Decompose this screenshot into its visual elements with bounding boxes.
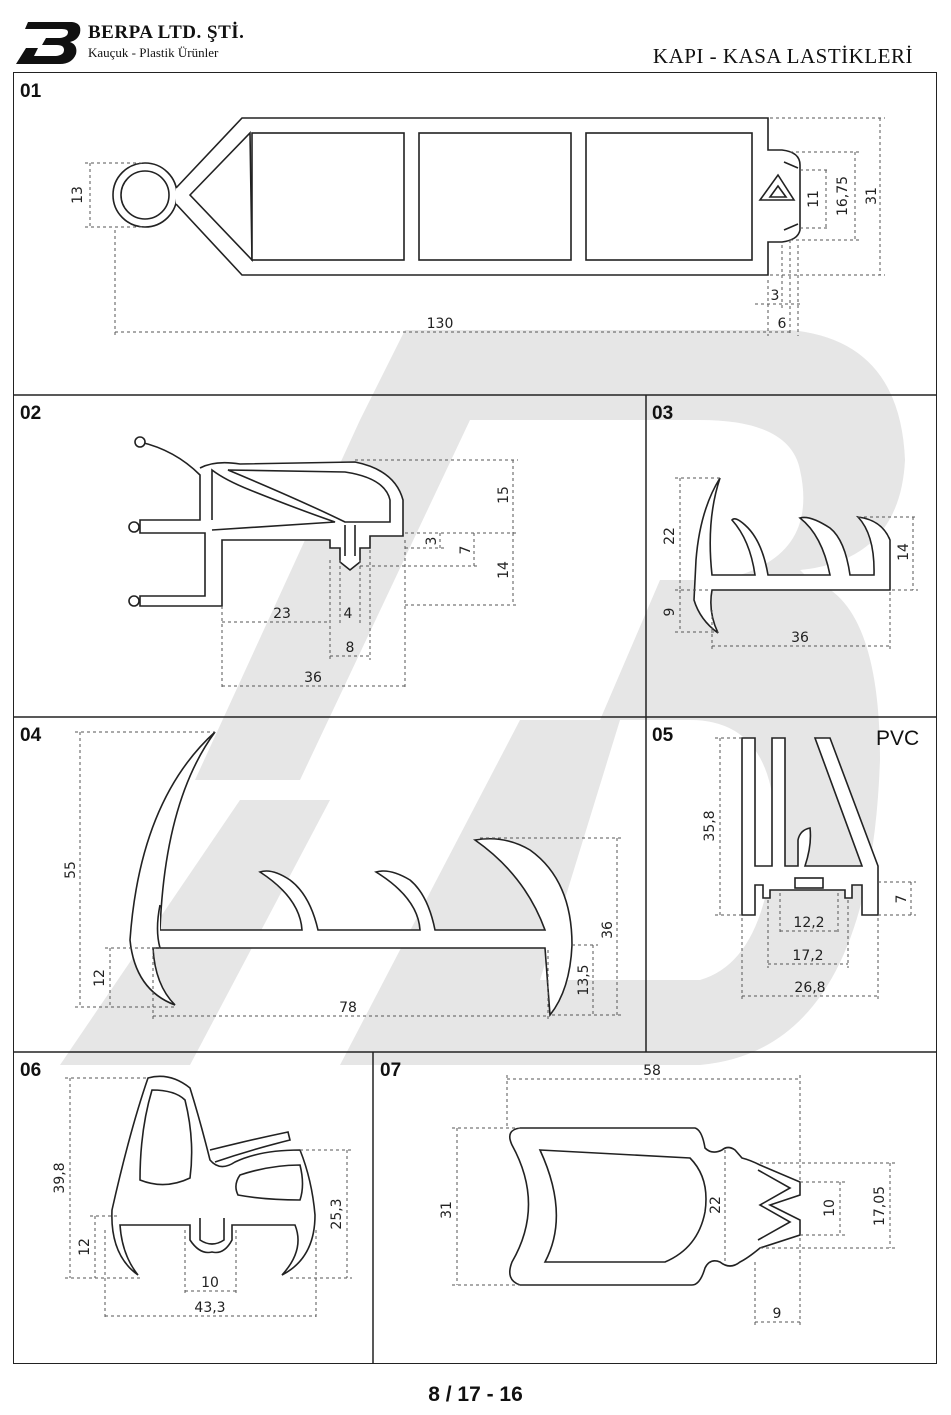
dim-02-14: 14	[496, 561, 512, 579]
dim-02-3: 3	[424, 537, 440, 546]
dim-07-9: 9	[773, 1306, 782, 1322]
dim-07-10: 10	[822, 1199, 838, 1217]
dim-06-10: 10	[201, 1275, 219, 1291]
dim-02-36: 36	[304, 670, 322, 686]
dim-06-43-3: 43,3	[194, 1300, 225, 1316]
profile-07-dims	[452, 1075, 895, 1326]
dim-07-17-05: 17,05	[872, 1186, 888, 1226]
profile-03-dims	[675, 477, 918, 650]
dim-01-130: 130	[427, 316, 454, 332]
profile-05	[741, 737, 879, 916]
dim-03-36: 36	[791, 630, 809, 646]
dim-01-31: 31	[864, 187, 880, 205]
dim-04-55: 55	[63, 861, 79, 879]
profile-06-dims	[65, 1077, 352, 1320]
panel-label-05: 05	[652, 725, 674, 746]
profile-07	[509, 1127, 801, 1286]
dim-07-31: 31	[439, 1201, 455, 1219]
profile-06	[111, 1075, 316, 1276]
dim-01-16-75: 16,75	[835, 176, 851, 216]
dim-04-13-5: 13,5	[576, 964, 592, 995]
page-title: KAPI - KASA LASTİKLERİ	[652, 44, 913, 68]
dim-02-23: 23	[273, 606, 291, 622]
profile-04	[129, 731, 573, 1018]
panel-label-01: 01	[20, 81, 42, 102]
dim-01-6: 6	[778, 316, 787, 332]
dim-05-26-8: 26,8	[794, 980, 825, 996]
dim-07-58: 58	[643, 1063, 661, 1079]
panel-label-02: 02	[20, 403, 42, 424]
profile-04-dims	[75, 731, 622, 1020]
panel-label-04: 04	[20, 725, 42, 746]
dim-01-11: 11	[806, 190, 822, 208]
dim-05-17-2: 17,2	[792, 948, 823, 964]
profile-03	[693, 477, 891, 634]
dim-06-12: 12	[77, 1238, 93, 1256]
dim-04-36: 36	[600, 921, 616, 939]
catalog-frame	[13, 72, 937, 1364]
profile-05-dims	[715, 737, 916, 1000]
material-label-pvc: PVC	[876, 727, 920, 750]
dim-07-22: 22	[708, 1196, 724, 1214]
company-logo	[16, 22, 81, 64]
dim-02-7: 7	[458, 546, 474, 555]
dim-01-13: 13	[70, 186, 86, 204]
panel-label-06: 06	[20, 1060, 42, 1081]
dim-03-22: 22	[662, 527, 678, 545]
dim-03-9: 9	[662, 608, 678, 617]
profile-02	[128, 436, 404, 607]
dim-04-78: 78	[339, 1000, 357, 1016]
page-number: 8 / 17 - 16	[428, 1383, 523, 1406]
dim-05-12-2: 12,2	[793, 915, 824, 931]
profile-01	[112, 117, 801, 276]
profile-02-dims	[221, 459, 518, 690]
dim-03-14: 14	[896, 543, 912, 561]
profile-01-dims	[85, 117, 885, 336]
company-subtitle: Kauçuk - Plastik Ürünler	[88, 45, 219, 60]
dim-02-4: 4	[344, 606, 353, 622]
dim-01-3: 3	[771, 288, 780, 304]
panel-label-03: 03	[652, 403, 674, 424]
dim-04-12: 12	[92, 969, 108, 987]
dim-05-35-8: 35,8	[702, 810, 718, 841]
dim-05-7: 7	[894, 895, 910, 904]
dim-06-25-3: 25,3	[329, 1198, 345, 1229]
dim-06-39-8: 39,8	[52, 1162, 68, 1193]
company-name: BERPA LTD. ŞTİ.	[88, 22, 245, 43]
dim-02-8: 8	[346, 640, 355, 656]
dim-02-15: 15	[496, 486, 512, 504]
panel-label-07: 07	[380, 1060, 402, 1081]
